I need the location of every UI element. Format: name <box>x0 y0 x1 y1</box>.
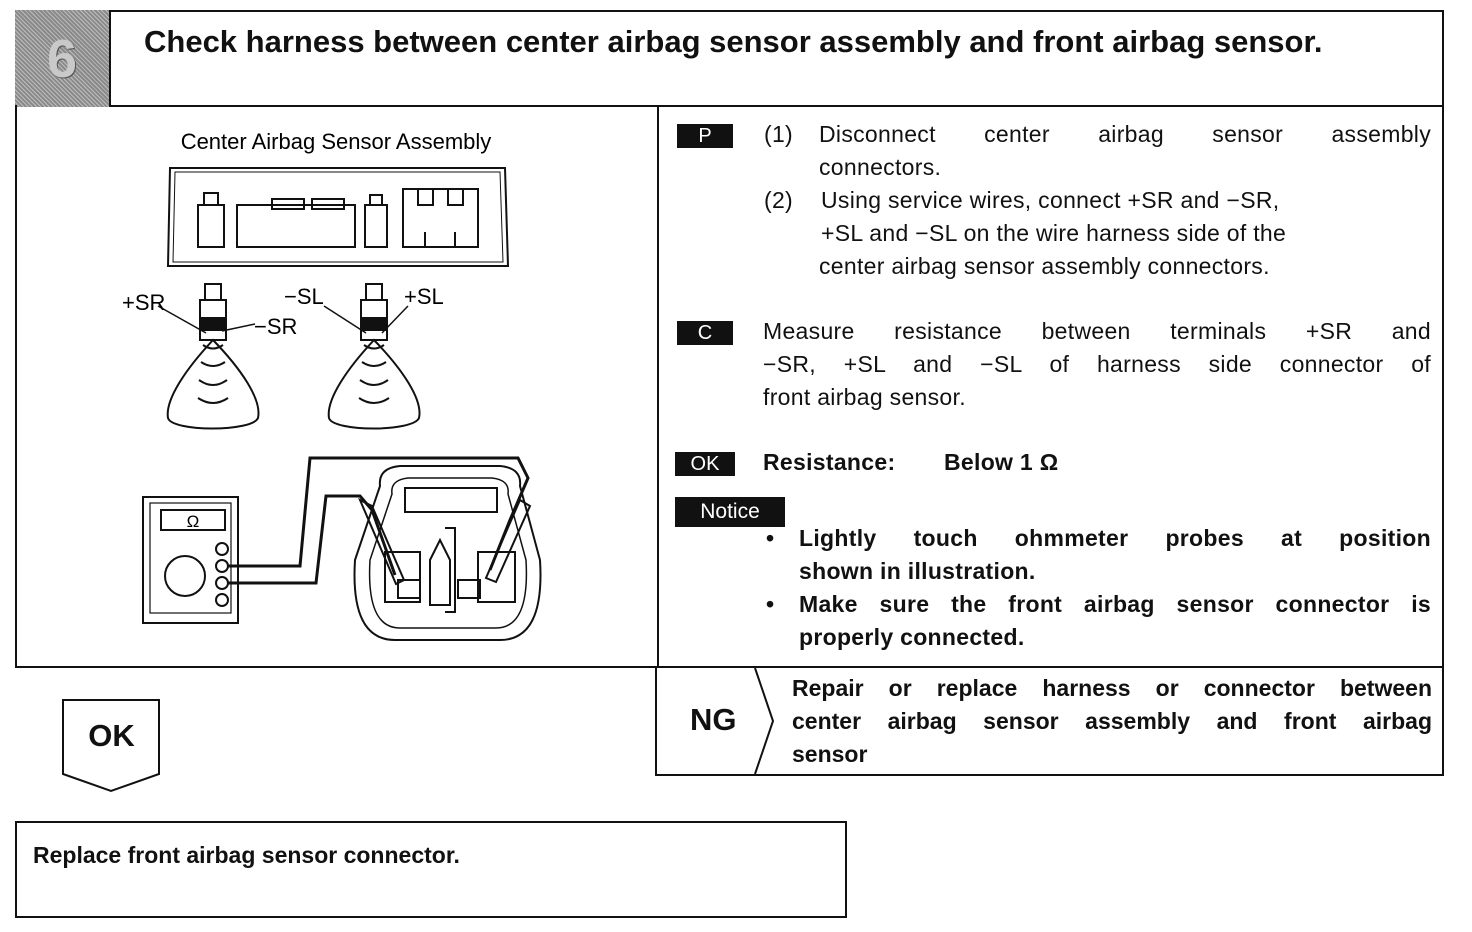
prepare-step1-line2: connectors. <box>819 154 942 180</box>
notice-bullet2-dot: • <box>766 591 775 617</box>
label-plus-sr: +SR <box>122 290 165 315</box>
prepare-step1-num: (1) <box>764 121 794 147</box>
result-text: Replace front airbag sensor connector. <box>33 842 460 868</box>
prepare-step2-line2: +SL and −SL on the wire harness side of … <box>821 220 1287 246</box>
notice-tag: Notice <box>675 497 785 527</box>
prepare-step2-num: (2) <box>764 187 794 213</box>
ng-arrow-divider <box>754 667 775 775</box>
notice-bullet1-line2: shown in illustration. <box>799 558 1036 584</box>
prepare-tag: P <box>677 124 733 148</box>
ok-spec-value: Below 1 Ω <box>944 449 1059 475</box>
step-title: Check harness between center airbag sens… <box>144 24 1323 59</box>
ng-line1: Repair or replace harness or connector b… <box>792 675 1432 701</box>
ok-branch-arrow <box>62 699 160 793</box>
check-line3: front airbag sensor. <box>763 384 966 410</box>
step-number: 6 <box>46 28 78 89</box>
ok-spec-label: Resistance: <box>763 449 896 475</box>
notice-bullet1-dot: • <box>766 525 775 551</box>
label-minus-sr: −SR <box>254 314 297 339</box>
notice-bullet2-line1: Make sure the front airbag sensor connec… <box>799 591 1431 617</box>
ng-line2: center airbag sensor assembly and front … <box>792 708 1432 734</box>
notice-bullet2-line2: properly connected. <box>799 624 1025 650</box>
ng-action-text: Repair or replace harness or connector b… <box>792 672 1432 771</box>
check-tag: C <box>677 321 733 345</box>
label-minus-sl: −SL <box>284 284 324 309</box>
label-plus-sl: +SL <box>404 284 444 309</box>
ng-label: NG <box>690 702 737 737</box>
illustration-caption: Center Airbag Sensor Assembly <box>181 129 492 154</box>
connection-illustration: Center Airbag Sensor Assembly <box>122 129 542 641</box>
ok-spec-tag: OK <box>675 452 735 476</box>
ohmmeter <box>142 496 239 624</box>
ng-branch-box <box>655 666 1444 776</box>
prepare-step1-line1: Disconnect center airbag sensor assembly <box>819 121 1431 147</box>
step-number-box: 6 <box>15 10 111 107</box>
front-sensor-connector-right-side <box>166 283 260 430</box>
ohmmeter-symbol: Ω <box>187 512 200 531</box>
notice-bullet1-line1: Lightly touch ohmmeter probes at positio… <box>799 525 1431 551</box>
center-sensor-housing <box>166 167 510 267</box>
result-box <box>15 821 847 918</box>
check-line2: −SR, +SL and −SL of harness side connect… <box>763 351 1431 377</box>
ok-branch-label: OK <box>88 718 135 753</box>
test-leads <box>228 456 530 585</box>
prepare-step2-line3: center airbag sensor assembly connectors… <box>819 253 1270 279</box>
check-line1: Measure resistance between terminals +SR… <box>763 318 1431 344</box>
harness-side-connector <box>353 465 542 641</box>
ng-line3: sensor <box>792 741 868 767</box>
front-sensor-connector-left-side <box>327 283 421 430</box>
prepare-step2-line1: Using service wires, connect +SR and −SR… <box>821 187 1280 213</box>
